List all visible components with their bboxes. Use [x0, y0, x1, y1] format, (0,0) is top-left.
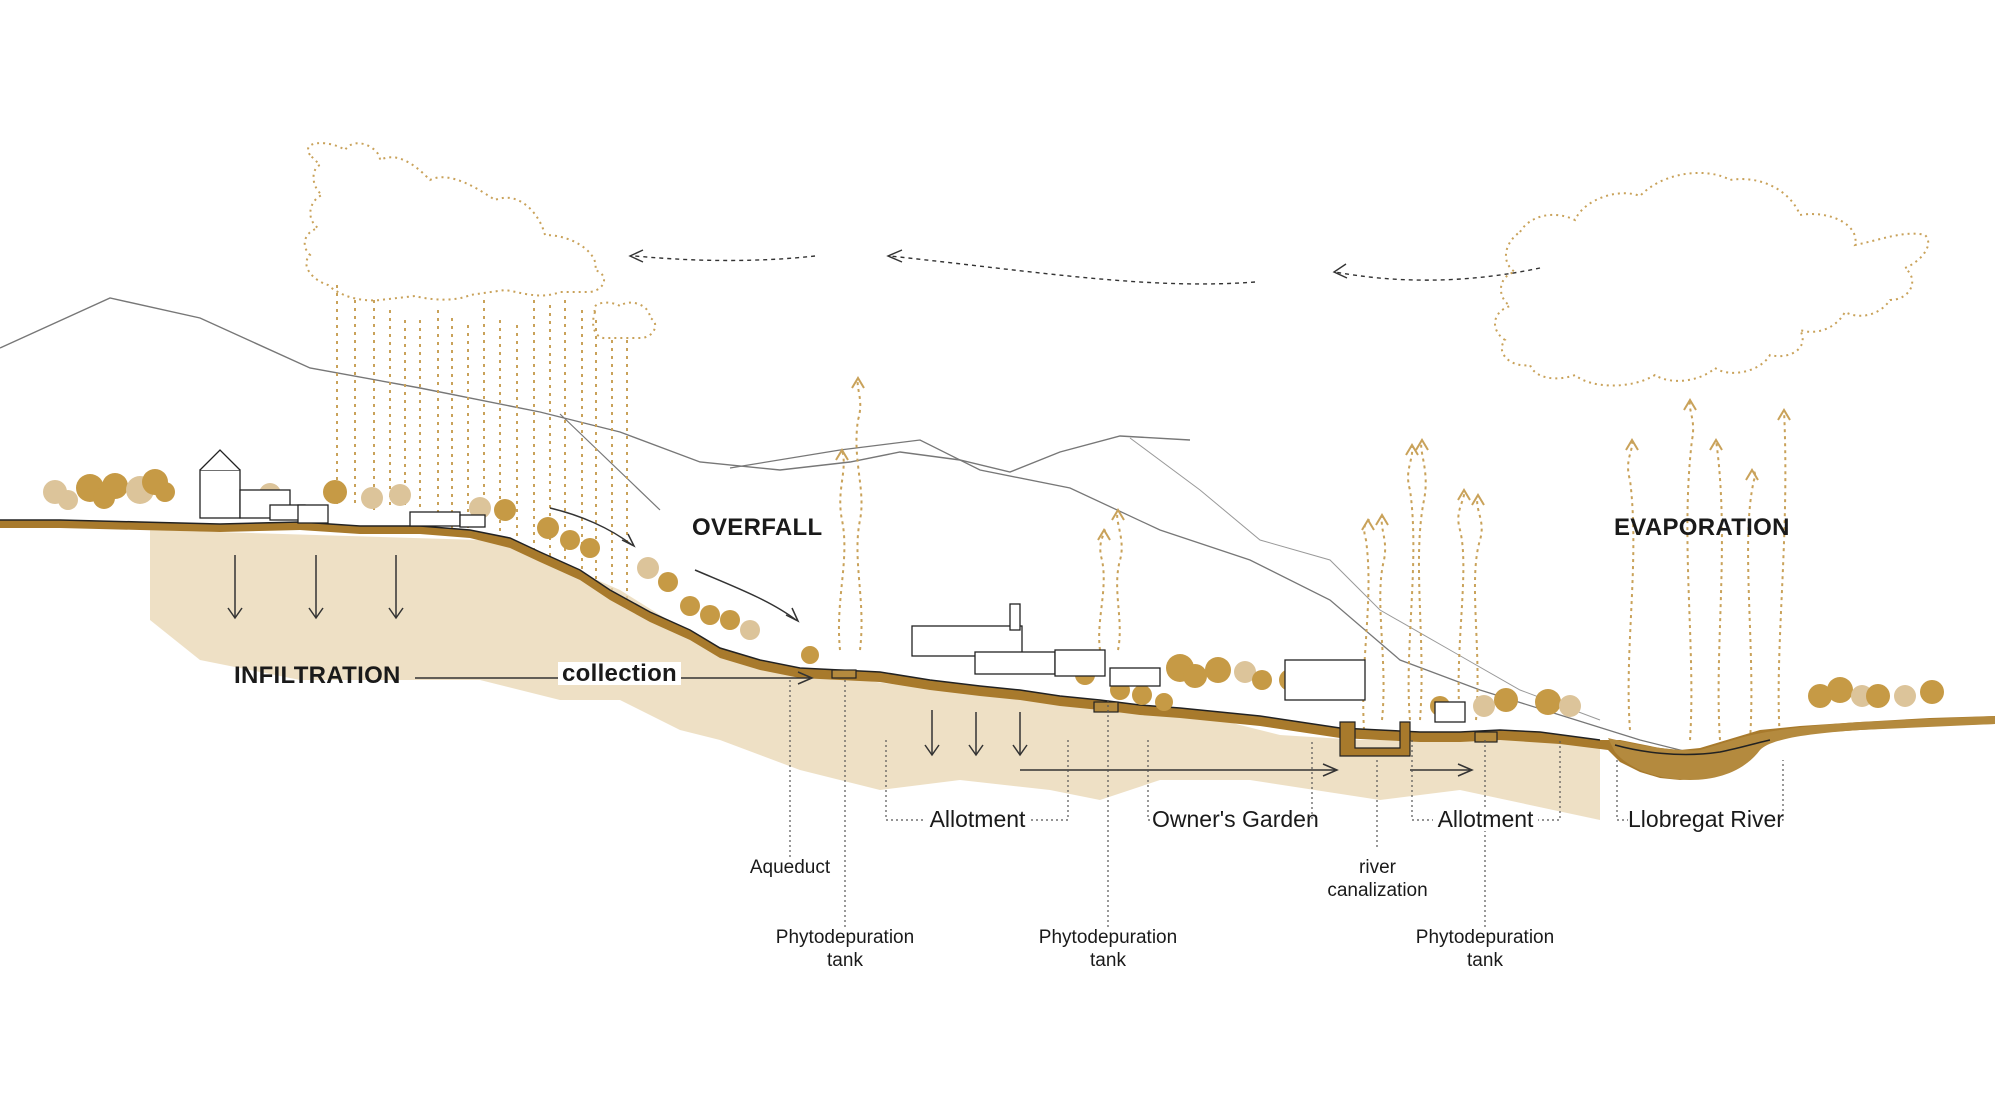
river-canalization-line-2: canalization: [1327, 880, 1428, 901]
cloud-left: [303, 142, 605, 302]
allotment-label-2: Allotment: [1433, 808, 1538, 831]
mountain-ridge-right: [729, 439, 1721, 761]
cloud-small: [592, 301, 657, 340]
river-canalization-line-1: river: [1359, 857, 1396, 878]
buildings: [199, 449, 1466, 723]
phytodepuration-tank-label-2: Phytodepuration tank: [1028, 926, 1188, 972]
phytodepuration-tank-label-3: Phytodepuration tank: [1405, 926, 1565, 972]
soil-halo: [150, 530, 1600, 820]
phyto-1-line-1: Phytodepuration: [775, 927, 915, 948]
infiltration-label: INFILTRATION: [234, 662, 401, 689]
owners-garden-label: Owner's Garden: [1152, 806, 1319, 832]
mountain-ridge-mid: [1129, 437, 1601, 721]
phytodepuration-tank-label-1: Phytodepuration tank: [765, 926, 925, 972]
river-canalization-label: river canalization: [1310, 856, 1445, 902]
aqueduct-label: Aqueduct: [749, 857, 831, 878]
overfall-label: OVERFALL: [692, 514, 823, 541]
phyto-3-line-1: Phytodepuration: [1415, 927, 1555, 948]
cloud-right: [1494, 171, 1930, 387]
river-canalization-structure: [1339, 721, 1411, 757]
phyto-2-line-1: Phytodepuration: [1038, 927, 1178, 948]
phyto-1-line-2: tank: [827, 950, 863, 971]
phyto-3-line-2: tank: [1467, 950, 1503, 971]
llobregat-river-label: Llobregat River: [1628, 806, 1784, 832]
infiltration-arrows: [227, 555, 1028, 757]
evaporation-arrows: [837, 377, 1787, 741]
evaporation-arrowheads: [835, 376, 1791, 541]
allotment-label-1: Allotment: [925, 808, 1030, 831]
wind-arrows: [628, 249, 1541, 285]
mountain-ridge-far: [559, 413, 661, 511]
river-water: [1614, 739, 1771, 756]
phytodepuration-tanks: [831, 669, 1498, 743]
phyto-2-line-2: tank: [1090, 950, 1126, 971]
river-bed: [1608, 716, 1995, 780]
evaporation-label: EVAPORATION: [1614, 514, 1790, 541]
collection-label: collection: [558, 662, 682, 686]
overfall-arrows: [549, 507, 800, 623]
